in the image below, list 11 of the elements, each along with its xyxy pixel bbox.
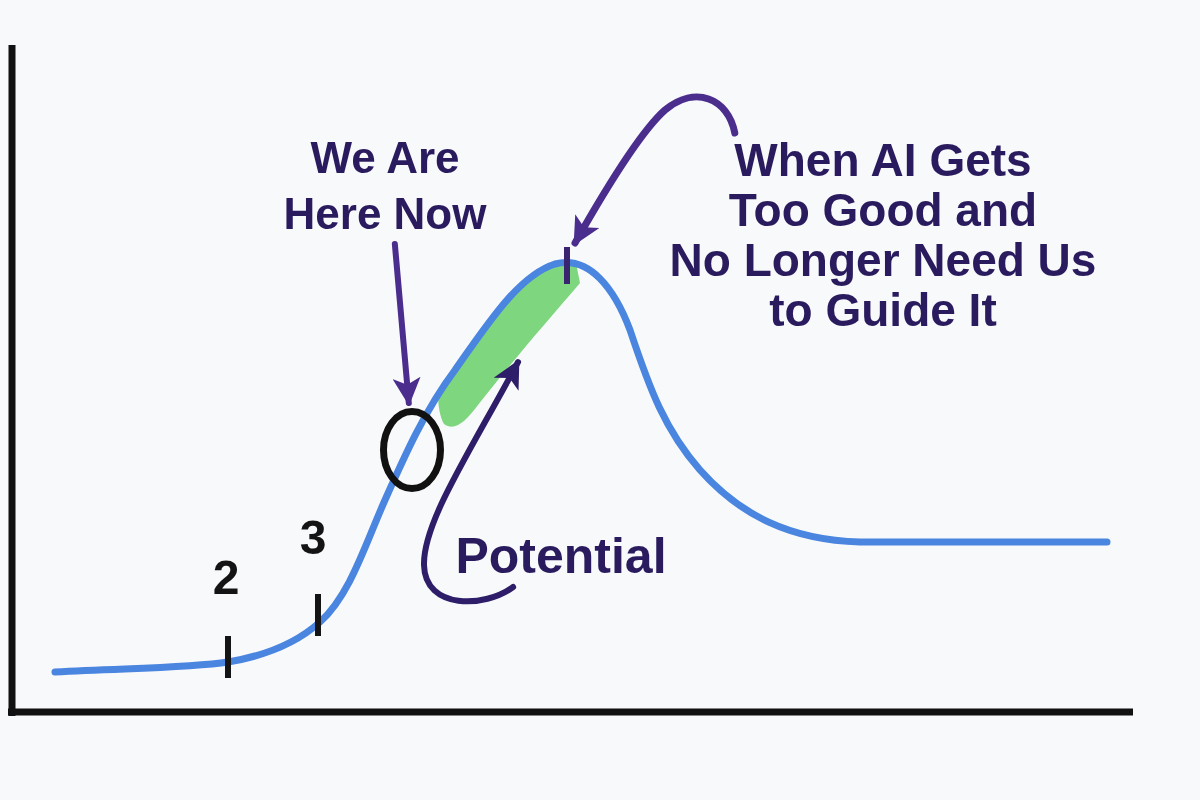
arrow — [391, 241, 421, 406]
tick-label: 2 — [211, 553, 241, 603]
annotation-text: When AI Gets Too Good and No Longer Need Us to Guide It — [655, 135, 1111, 335]
arrow — [421, 359, 522, 605]
annotation-text: We Are Here Now — [262, 130, 508, 242]
circle-marker — [380, 408, 444, 492]
tick-label: 3 — [298, 513, 328, 563]
tick-mark — [564, 247, 570, 284]
arrow — [571, 93, 739, 247]
shaded-area — [438, 263, 580, 427]
annotation-text: Potential — [448, 527, 674, 585]
